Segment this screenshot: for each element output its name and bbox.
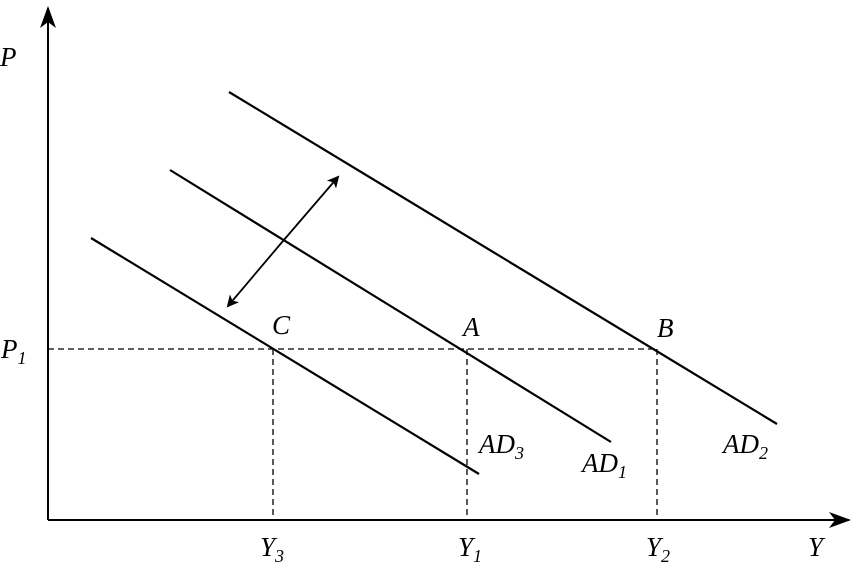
- ad1-curve: [169, 169, 612, 443]
- ad3-label: AD3: [477, 429, 524, 463]
- ad2-label: AD2: [721, 429, 768, 463]
- shift-arrow-reverse: [226, 240, 284, 308]
- point-c-label: C: [272, 310, 291, 340]
- y1-label: Y1: [458, 532, 482, 566]
- ad3-curve: [90, 237, 480, 475]
- y-axis-label: P: [0, 42, 17, 72]
- x-axis-label: Y: [808, 532, 826, 562]
- ad1-label: AD1: [580, 448, 627, 482]
- y3-label: Y3: [260, 532, 284, 566]
- point-b-label: B: [657, 313, 674, 343]
- point-a-label: A: [461, 312, 480, 342]
- y2-label: Y2: [646, 532, 670, 566]
- ad2-curve: [228, 91, 778, 425]
- shift-arrow: [282, 175, 340, 242]
- price-level-label: P1: [0, 334, 27, 368]
